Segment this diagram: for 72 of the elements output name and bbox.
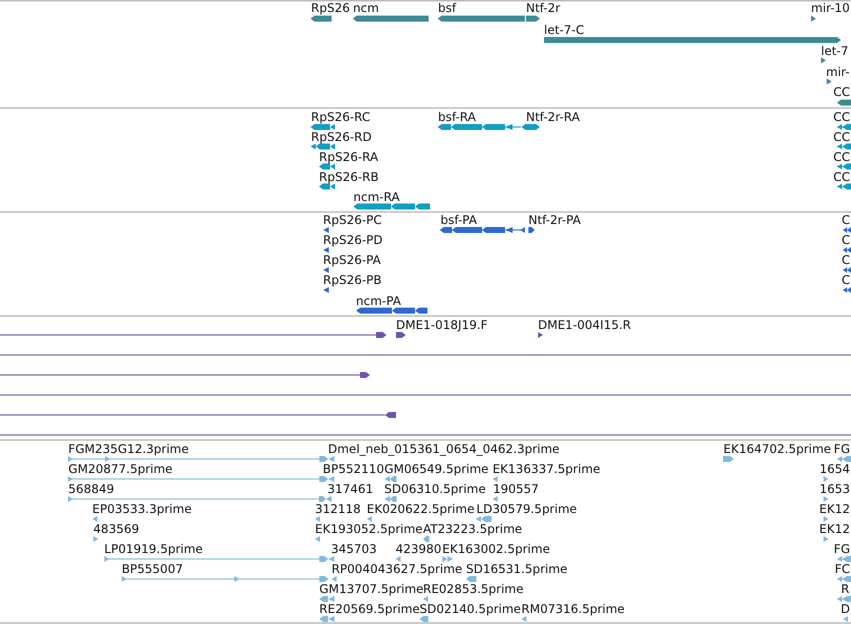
feature-label: RE20569.5prime [319, 602, 420, 616]
feature-label: RM07316.5prime [521, 602, 625, 616]
feature-label: EK164702.5prime [723, 442, 832, 456]
feature-label: SD16531.5prime [466, 562, 568, 576]
feature-label: EK12 [819, 522, 850, 536]
feature-label: GM13707.5prime [319, 582, 424, 596]
feature-label: 423980 [396, 542, 442, 556]
feature-label: LD30579.5prime [476, 502, 577, 516]
feature-label: GM20877.5prime [68, 462, 173, 476]
feature-label: Dmel_neb_015361_0654_0462.3prime [328, 442, 560, 456]
feature-label: let-7-C [544, 23, 584, 37]
feature-label: Ntf-2r [526, 1, 560, 16]
feature-label: BP552110 [322, 462, 384, 476]
feature-label: RpS26-PB [323, 273, 382, 288]
feature-label: CC [833, 150, 850, 164]
feature-label: RP004043627.5prime [332, 562, 462, 576]
feature-label: CC [833, 170, 850, 184]
feature-label: R [841, 582, 850, 596]
feature-label: RpS26-PA [323, 253, 381, 268]
feature-label: EK020622.5prime [366, 502, 474, 516]
feature-label: AT23223.5prime [423, 522, 522, 536]
feature-label: ncm-PA [356, 294, 401, 308]
feature-label: Ntf-2r-PA [528, 213, 581, 228]
feature-label: mir-10 [811, 1, 850, 16]
feature-label: C [842, 233, 850, 248]
feature-label: C [842, 213, 850, 228]
feature-label: BP555007 [122, 562, 183, 576]
feature-label: LP01919.5prime [104, 542, 203, 556]
feature-label: EK163002.5prime [442, 542, 550, 556]
feature-label: CC [833, 85, 850, 99]
feature-label: 483569 [93, 522, 140, 536]
feature-label: 190557 [493, 482, 539, 496]
feature-label: 1653 [819, 482, 850, 496]
feature-label: D [840, 602, 850, 616]
feature-label: RpS26-PC [323, 213, 382, 228]
feature-label: EK136337.5prime [492, 462, 600, 476]
feature-label: bsf [438, 1, 456, 16]
feature-label: EK193052.5prime [315, 522, 423, 536]
feature-label: RE02853.5prime [423, 582, 524, 596]
feature-label: 345703 [331, 542, 377, 556]
feature-label: let-7 [821, 44, 848, 58]
feature-label: DME1-018J19.F [396, 318, 488, 332]
feature-label: bsf-PA [440, 213, 477, 228]
feature-label: RpS26-RC [311, 110, 370, 124]
feature-label: Ntf-2r-RA [526, 110, 580, 124]
feature-label: FG [834, 442, 850, 456]
feature-label: ncm [353, 1, 379, 16]
feature-label: RpS26 [311, 1, 350, 16]
feature-label: RpS26-RA [319, 150, 378, 164]
feature-label: RpS26-PD [323, 233, 383, 248]
feature-label: 317461 [327, 482, 374, 496]
feature-label: 568849 [68, 482, 114, 496]
feature-label: FC [834, 562, 850, 576]
feature-label: RpS26-RD [311, 130, 372, 144]
feature-label: SD02140.5prime [420, 602, 521, 616]
feature-label: RpS26-RB [319, 170, 379, 184]
feature-label: EP03533.3prime [92, 502, 192, 516]
feature-label: mir- [826, 65, 850, 79]
feature-label: 312118 [315, 502, 361, 516]
feature-label: FGM235G12.3prime [68, 442, 189, 456]
feature-label: C [842, 273, 850, 288]
feature-label: bsf-RA [438, 110, 476, 124]
feature-label: SD06310.5prime [384, 482, 486, 496]
feature-label: GM06549.5prime [384, 462, 489, 476]
feature-label: EK12 [819, 502, 850, 516]
feature-label: CC [833, 130, 850, 144]
feature-label: ncm-RA [353, 190, 400, 204]
feature-label: FG [834, 542, 850, 556]
feature-label: CC [833, 110, 850, 124]
feature-label: 1654 [819, 462, 850, 476]
feature-label: DME1-004I15.R [538, 318, 632, 332]
feature-label: C [842, 253, 850, 268]
